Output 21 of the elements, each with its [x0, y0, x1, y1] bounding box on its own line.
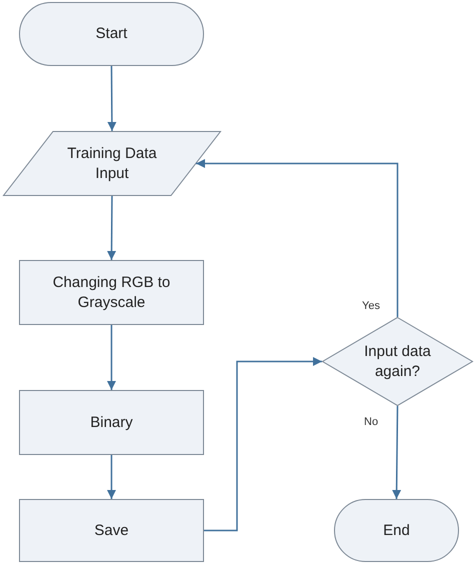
node-label: Save [94, 520, 129, 540]
edge-label: No [362, 416, 380, 428]
node-label: Binary [90, 412, 133, 432]
arrow [107, 325, 116, 390]
edge-label: Yes [360, 300, 382, 312]
arrow [392, 406, 402, 499]
node-label: Input data again? [363, 342, 432, 382]
arrow [107, 66, 116, 131]
node-label: End [383, 520, 410, 540]
process-box [19, 260, 204, 325]
process-box [19, 499, 204, 562]
node-label: Start [96, 24, 128, 44]
process-box [19, 390, 204, 455]
input-parallelogram [3, 131, 221, 196]
arrow [107, 455, 116, 499]
node-label: Training Data Input [66, 144, 158, 184]
arrow [196, 159, 398, 317]
arrow [107, 196, 116, 260]
decision-diamond [322, 317, 473, 406]
arrow [204, 357, 322, 532]
node-label: Changing RGB to Grayscale [52, 272, 172, 312]
